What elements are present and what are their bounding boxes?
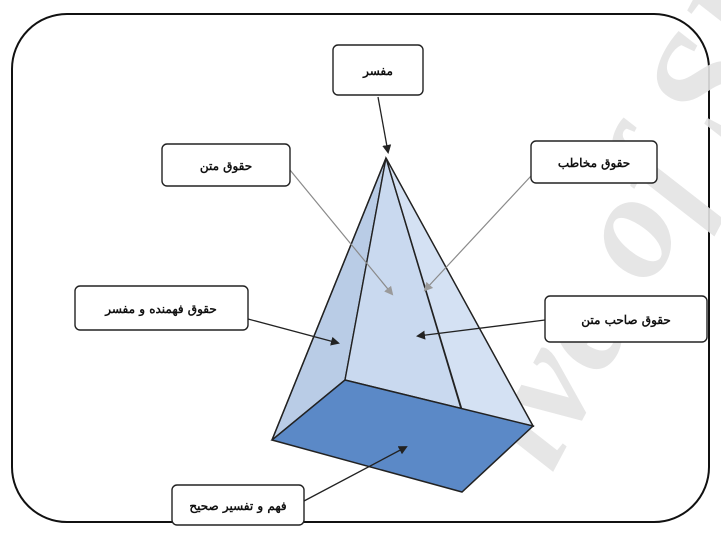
label-hoquq-matn: حقوق متن bbox=[161, 143, 291, 187]
label-mofasser: مفسر bbox=[332, 44, 424, 96]
label-hoquq-fahmande: حقوق فهمنده و مفسر bbox=[74, 285, 249, 331]
label-mofasser-text: مفسر bbox=[362, 64, 393, 79]
label-hoquq-saheb-text: حقوق صاحب متن bbox=[581, 313, 671, 328]
label-hoquq-fahmande-text: حقوق فهمنده و مفسر bbox=[104, 302, 217, 317]
arrow-hoquq-fahmande bbox=[247, 318, 340, 346]
pyramid-left-edge bbox=[271, 157, 387, 441]
arrow-mofasser bbox=[377, 96, 392, 154]
label-hoquq-matn-text: حقوق متن bbox=[200, 159, 252, 174]
pyramid-base bbox=[270, 379, 535, 493]
label-fahm-tafsir: فهم و تفسیر صحیح bbox=[171, 484, 305, 526]
label-hoquq-mokhatab: حقوق مخاطب bbox=[530, 140, 658, 184]
arrow-hoquq-mokhatab bbox=[423, 175, 532, 292]
label-hoquq-mokhatab-text: حقوق مخاطب bbox=[558, 156, 630, 171]
label-fahm-tafsir-text: فهم و تفسیر صحیح bbox=[189, 499, 287, 514]
arrow-fahm-tafsir bbox=[303, 446, 408, 502]
arrow-hoquq-saheb bbox=[416, 319, 546, 340]
arrow-hoquq-matn bbox=[289, 169, 394, 296]
label-hoquq-saheb: حقوق صاحب متن bbox=[544, 295, 708, 343]
